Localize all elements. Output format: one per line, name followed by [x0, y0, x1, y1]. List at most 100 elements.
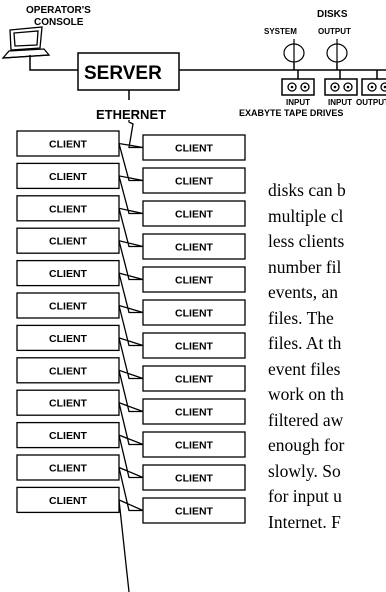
body-text-line: number fil — [268, 256, 342, 277]
client-right-9: CLIENT — [142, 398, 246, 425]
disk-system-label: SYSTEM — [264, 27, 297, 36]
client-box — [142, 398, 246, 425]
client-label: CLIENT — [49, 398, 88, 410]
client-right-7: CLIENT — [142, 332, 246, 359]
client-box — [142, 167, 246, 194]
client-left-12: CLIENT — [16, 486, 120, 514]
client-label: CLIENT — [175, 209, 214, 221]
client-label: CLIENT — [49, 430, 88, 442]
body-text-line: disks can b — [268, 180, 346, 200]
client-right-10: CLIENT — [142, 431, 246, 458]
client-box — [16, 227, 120, 254]
disk-system-icon — [283, 39, 305, 63]
client-box — [16, 454, 120, 481]
client-left-7: CLIENT — [16, 324, 120, 352]
tape-input-1-label: INPUT — [286, 98, 310, 107]
tape-drives-caption: EXABYTE TAPE DRIVES — [239, 108, 343, 118]
client-left-9: CLIENT — [16, 389, 120, 416]
tape-drive-input-1-icon — [281, 78, 315, 96]
client-label: CLIENT — [175, 176, 214, 188]
client-left-5: CLIENT — [16, 259, 120, 287]
client-box — [142, 266, 246, 293]
client-label: CLIENT — [175, 473, 214, 485]
client-left-8: CLIENT — [16, 357, 120, 384]
client-right-11: CLIENT — [142, 464, 246, 491]
client-box — [16, 259, 120, 287]
client-box — [142, 332, 246, 359]
body-text-line: files. At th — [268, 333, 342, 353]
client-right-3: CLIENT — [142, 200, 246, 227]
client-label: CLIENT — [49, 495, 88, 507]
body-text-line: event files — [268, 358, 341, 379]
client-label: CLIENT — [49, 333, 88, 345]
ethernet-label: ETHERNET — [96, 107, 166, 122]
client-box — [16, 292, 120, 319]
client-left-4: CLIENT — [16, 227, 120, 254]
client-right-4: CLIENT — [142, 233, 246, 260]
disk-output-icon — [326, 39, 348, 63]
client-box — [16, 324, 120, 352]
client-label: CLIENT — [49, 301, 88, 313]
client-box — [142, 233, 246, 260]
client-right-12: CLIENT — [142, 497, 246, 524]
client-right-2: CLIENT — [142, 167, 246, 194]
client-box — [142, 497, 246, 524]
body-text-line: files. The — [268, 307, 334, 328]
tape-drive-output-icon — [361, 78, 386, 96]
disks-label: DISKS — [317, 9, 348, 20]
client-right-6: CLIENT — [142, 299, 246, 326]
server-label: SERVER — [84, 63, 162, 84]
client-box — [16, 486, 120, 514]
body-text: disks can b multiple cl less clients number… — [268, 178, 386, 592]
operator-console-label: OPERATOR'S CONSOLE — [26, 5, 94, 28]
ethernet-cable — [118, 120, 144, 592]
client-label: CLIENT — [49, 236, 88, 248]
client-box — [16, 130, 120, 157]
client-box — [142, 134, 246, 161]
client-label: CLIENT — [175, 374, 214, 386]
body-text-line: work on th — [268, 384, 344, 404]
client-left-11: CLIENT — [16, 454, 120, 481]
client-left-10: CLIENT — [16, 421, 120, 449]
client-right-1: CLIENT — [142, 134, 246, 161]
client-label: CLIENT — [49, 203, 88, 215]
client-box — [142, 365, 246, 392]
client-label: CLIENT — [175, 143, 214, 155]
client-label: CLIENT — [175, 407, 214, 419]
client-label: CLIENT — [49, 463, 88, 475]
client-box — [16, 389, 120, 416]
client-label: CLIENT — [175, 242, 214, 254]
client-label: CLIENT — [175, 440, 214, 452]
client-box — [142, 200, 246, 227]
body-text-line: multiple cl — [268, 205, 344, 226]
client-label: CLIENT — [49, 171, 88, 183]
client-left-3: CLIENT — [16, 195, 120, 222]
client-box — [142, 299, 246, 326]
body-text-line: enough for — [268, 435, 345, 455]
client-box — [142, 464, 246, 491]
client-label: CLIENT — [175, 308, 214, 320]
body-text-line: Internet. F — [268, 511, 341, 532]
client-left-2: CLIENT — [16, 162, 120, 190]
client-label: CLIENT — [49, 268, 88, 280]
client-box — [16, 195, 120, 222]
disk-output-label: OUTPUT — [318, 27, 351, 36]
client-right-8: CLIENT — [142, 365, 246, 392]
client-box — [16, 357, 120, 384]
client-box — [16, 162, 120, 190]
tape-input-2-label: INPUT — [328, 98, 352, 107]
body-text-line: filtered aw — [268, 409, 344, 430]
client-right-5: CLIENT — [142, 266, 246, 293]
client-left-6: CLIENT — [16, 292, 120, 319]
client-label: CLIENT — [175, 275, 214, 287]
client-label: CLIENT — [49, 139, 88, 151]
ethernet-network: CLIENT CLIENT CLIENT CLIENT CLIENT CLIENT CLIE… — [16, 120, 246, 592]
tape-drive-input-2-icon — [324, 78, 358, 96]
body-text-line: less clients — [268, 231, 345, 251]
client-box — [142, 431, 246, 458]
console-link — [29, 55, 78, 71]
console-icon — [1, 26, 51, 59]
body-text-line: for input u — [268, 486, 342, 506]
client-left-1: CLIENT — [16, 130, 120, 157]
